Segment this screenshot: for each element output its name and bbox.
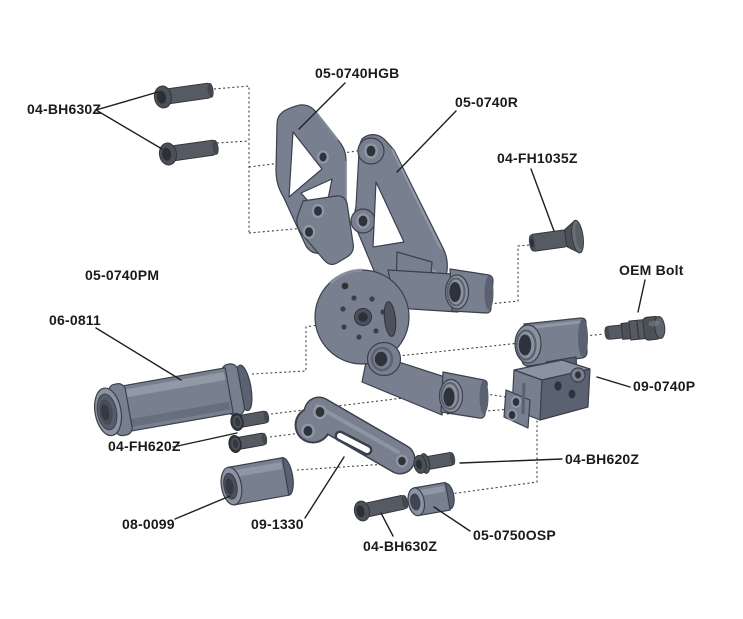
callout-04-fh620z: 04-FH620Z [108,438,181,454]
callout-oem-bolt: OEM Bolt [619,262,684,278]
callout-08-0099: 08-0099 [122,516,175,532]
part-09-1330-link-arm [294,396,416,475]
part-04-bh630z-bolt-1 [153,82,214,109]
part-oem-bolt [604,315,666,341]
part-main-mount-plate [296,195,494,419]
part-04-fh1035z-bolt [528,219,584,254]
part-04-fh620z-bolt-2 [228,432,268,453]
callout-04-bh630z-bottom: 04-BH630Z [363,538,437,554]
part-04-bh630z-bolt-bottom [353,494,409,522]
callout-05-0740pm: 05-0740PM [85,267,159,283]
callout-05-0750osp: 05-0750OSP [473,527,556,543]
callout-04-fh1035z: 04-FH1035Z [497,150,578,166]
callout-labels: 04-BH630Z 05-0740HGB 05-0740R 04-FH1035Z… [27,65,695,554]
part-04-fh620z-bolt-1 [230,410,270,431]
callout-04-bh630z-top: 04-BH630Z [27,101,101,117]
part-08-0099-spacer [220,457,294,506]
part-04-bh630z-bolt-2 [158,139,219,166]
callout-05-0740hgb: 05-0740HGB [315,65,400,81]
callout-06-0811: 06-0811 [49,312,101,328]
part-05-0750osp-spacer [407,481,455,517]
callout-09-0740p: 09-0740P [633,378,695,394]
part-06-0811-footpeg [93,363,253,437]
part-04-bh620z-bolt [413,452,456,474]
callout-05-0740r: 05-0740R [455,94,518,110]
leader-lines [94,82,646,537]
callout-09-1330: 09-1330 [251,516,304,532]
part-09-0740p-clevis [503,317,591,429]
callout-04-bh620z: 04-BH620Z [565,451,639,467]
